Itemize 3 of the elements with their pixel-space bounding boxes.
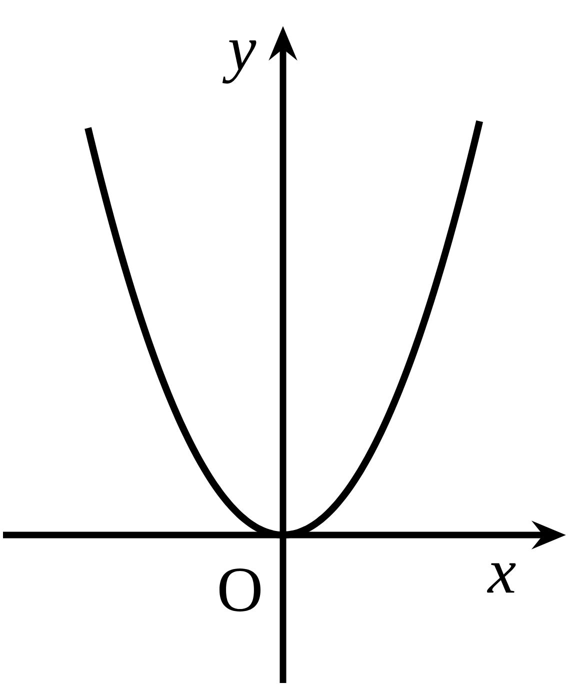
origin-label: O [220,568,260,612]
axis-label: x [487,563,516,593]
axis-label: y [222,40,256,84]
